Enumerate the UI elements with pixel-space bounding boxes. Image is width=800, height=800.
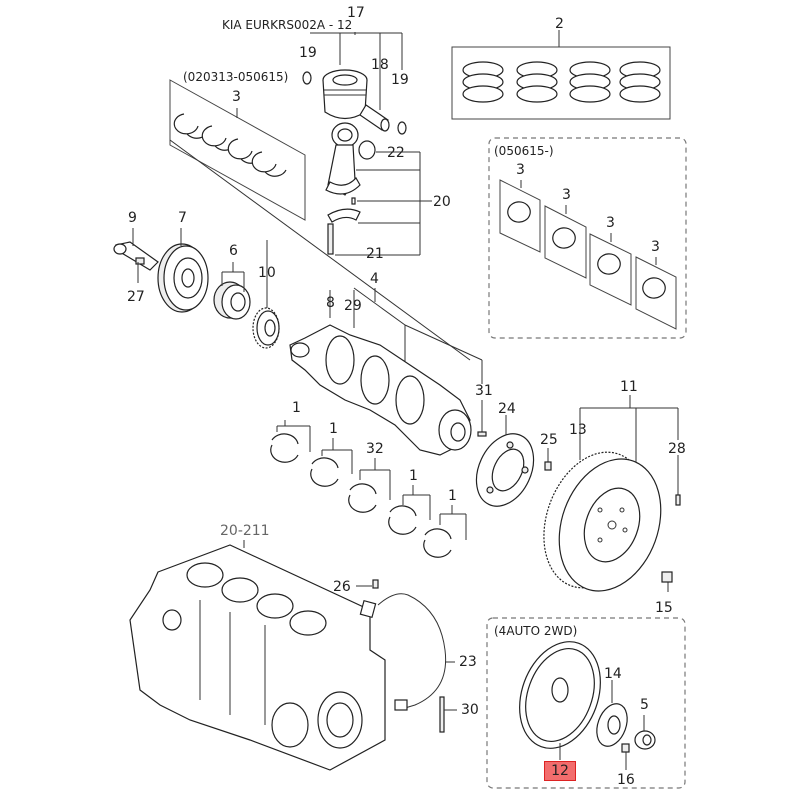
callout-20[interactable]: 20	[433, 194, 451, 210]
callout-13[interactable]: 13	[569, 422, 587, 438]
bolt-15	[661, 571, 673, 583]
knock-sensor	[356, 579, 457, 733]
callout-16[interactable]: 16	[617, 772, 635, 788]
leader-11	[579, 395, 679, 495]
piston-part	[322, 69, 368, 120]
crank-gear	[252, 307, 280, 349]
callout-25[interactable]: 25	[540, 432, 558, 448]
dowel-28	[675, 494, 681, 506]
callout-27[interactable]: 27	[127, 289, 145, 305]
leader-6	[221, 262, 245, 292]
callout-26[interactable]: 26	[333, 579, 351, 595]
callout-23[interactable]: 23	[459, 654, 477, 670]
callout-18[interactable]: 18	[371, 57, 389, 73]
auto-option-box	[486, 617, 686, 789]
flywheel	[543, 451, 662, 592]
crank-bolt	[113, 241, 159, 271]
old-bearing-box	[169, 79, 306, 221]
callout-12-highlighted[interactable]: 12	[544, 761, 576, 781]
callout-3[interactable]: 3	[562, 187, 571, 203]
callout-31[interactable]: 31	[475, 383, 493, 399]
crank-pulley	[157, 243, 209, 313]
leader-20-bracket	[335, 151, 432, 256]
callout-7[interactable]: 7	[178, 210, 187, 226]
callout-10[interactable]: 10	[258, 265, 276, 281]
callout-21[interactable]: 21	[366, 246, 384, 262]
new-bearing-box	[488, 137, 687, 339]
callout-1[interactable]: 1	[409, 468, 418, 484]
callout-4[interactable]: 4	[370, 271, 379, 287]
piston-pin	[359, 104, 390, 132]
callout-5[interactable]: 5	[640, 697, 649, 713]
connecting-rod	[325, 122, 376, 255]
leader-17	[310, 32, 403, 110]
callout-3[interactable]: 3	[651, 239, 660, 255]
new-bearings	[499, 179, 677, 330]
auto-option-label: (4AUTO 2WD)	[494, 624, 578, 638]
new-bearing-date-range: (050615-)	[494, 144, 554, 158]
piston-rings	[462, 61, 661, 103]
callout-15[interactable]: 15	[655, 600, 673, 616]
callout-9[interactable]: 9	[128, 210, 137, 226]
reluctor-plate	[475, 433, 535, 507]
main-bearings	[270, 420, 467, 558]
bolt-25	[544, 461, 552, 471]
leader-4	[353, 287, 483, 432]
callout-6[interactable]: 6	[229, 243, 238, 259]
callout-28[interactable]: 28	[668, 441, 686, 457]
callout-1[interactable]: 1	[329, 421, 338, 437]
snap-ring-left	[302, 71, 312, 85]
callout-1[interactable]: 1	[292, 400, 301, 416]
diagram-title: KIA EURKRS002A - 12	[222, 18, 353, 32]
leader-4-diag	[169, 139, 471, 361]
callout-8[interactable]: 8	[326, 295, 335, 311]
snap-ring-right	[397, 121, 407, 135]
callout-32[interactable]: 32	[366, 441, 384, 457]
cylinder-block	[129, 544, 386, 771]
callout-3[interactable]: 3	[606, 215, 615, 231]
old-bearing-date-range: (020313-050615)	[183, 70, 289, 84]
adapter-plate	[596, 703, 628, 747]
crankshaft	[289, 324, 487, 456]
callout-3[interactable]: 3	[516, 162, 525, 178]
old-bearings	[173, 113, 287, 177]
timing-sprocket	[213, 281, 251, 320]
callout-11[interactable]: 11	[620, 379, 638, 395]
callout-19[interactable]: 19	[299, 45, 317, 61]
piston-ring-set-box	[451, 46, 671, 120]
callout-20-211[interactable]: 20-211	[220, 523, 270, 539]
callout-30[interactable]: 30	[461, 702, 479, 718]
callout-17[interactable]: 17	[347, 5, 365, 21]
callout-1[interactable]: 1	[448, 488, 457, 504]
callout-19[interactable]: 19	[391, 72, 409, 88]
callout-22[interactable]: 22	[387, 145, 405, 161]
bolt-16	[621, 743, 630, 753]
callout-2[interactable]: 2	[555, 16, 564, 32]
callout-29[interactable]: 29	[344, 298, 362, 314]
callout-3[interactable]: 3	[232, 89, 241, 105]
drive-plate	[519, 641, 601, 749]
bushing-5	[634, 730, 656, 750]
callout-24[interactable]: 24	[498, 401, 516, 417]
callout-14[interactable]: 14	[604, 666, 622, 682]
